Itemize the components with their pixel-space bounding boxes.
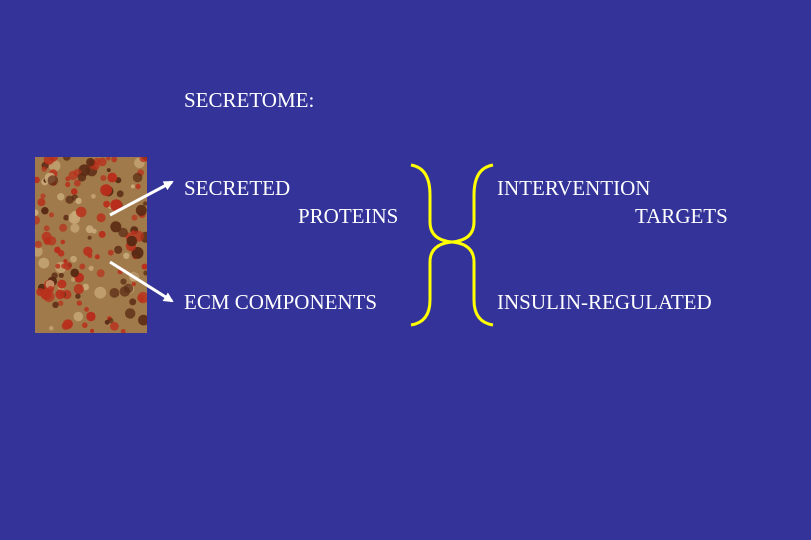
arrow-to-secreted-proteins [109, 180, 174, 217]
targets-label: TARGETS [635, 204, 728, 228]
right-brace [410, 163, 453, 327]
microscopy-image [35, 157, 147, 333]
left-brace [451, 163, 494, 327]
cells-image-icon [35, 157, 147, 333]
secreted-label: SECRETED [184, 176, 291, 200]
arrow-to-ecm-components [109, 260, 174, 303]
intervention-label: INTERVENTION [497, 176, 651, 200]
ecm-components-label: ECM COMPONENTS [184, 290, 378, 314]
insulin-regulated-label: INSULIN-REGULATED [497, 290, 712, 314]
slide-title: SECRETOME: [184, 88, 315, 112]
proteins-label: PROTEINS [298, 204, 399, 228]
